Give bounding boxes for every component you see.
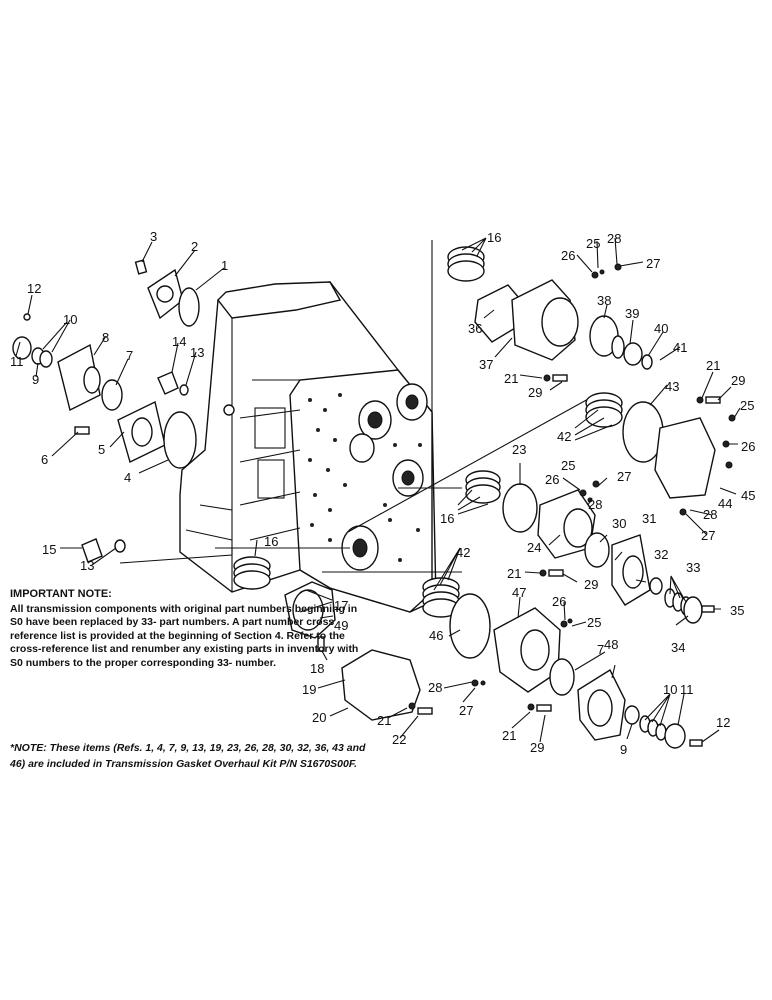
callout-3: 3 [150, 229, 157, 244]
callout-31: 31 [642, 511, 656, 526]
callout-41: 41 [673, 340, 687, 355]
callout-26: 26 [561, 248, 575, 263]
callout-40: 40 [654, 321, 668, 336]
callout-36: 36 [468, 321, 482, 336]
callout-23: 23 [512, 442, 526, 457]
callout-21: 21 [507, 566, 521, 581]
callout-48: 48 [604, 637, 618, 652]
important-note-body: All transmission components with origina… [10, 602, 359, 669]
spring-stack-42a [585, 392, 623, 428]
callout-30: 30 [612, 516, 626, 531]
callout-20: 20 [312, 710, 326, 725]
callout-25: 25 [586, 236, 600, 251]
callout-12: 12 [716, 715, 730, 730]
callout-27: 27 [701, 528, 715, 543]
callout-27: 27 [617, 469, 631, 484]
callout-39: 39 [625, 306, 639, 321]
left-parts [12, 259, 200, 563]
callout-5: 5 [98, 442, 105, 457]
callout-18: 18 [310, 661, 324, 676]
callout-27: 27 [646, 256, 660, 271]
callout-21: 21 [504, 371, 518, 386]
callout-15: 15 [42, 542, 56, 557]
callout-16: 16 [487, 230, 501, 245]
callout-17: 17 [334, 598, 348, 613]
callout-21: 21 [377, 713, 391, 728]
spring-stack-16c [233, 556, 271, 590]
callout-4: 4 [124, 470, 131, 485]
callout-26: 26 [741, 439, 755, 454]
callout-46: 46 [429, 628, 443, 643]
callout-42: 42 [456, 545, 470, 560]
spring-stack-16b [465, 470, 501, 504]
callout-47: 47 [512, 585, 526, 600]
callout-7: 7 [597, 642, 604, 657]
callout-19: 19 [302, 682, 316, 697]
callout-2: 2 [191, 239, 198, 254]
callout-16: 16 [440, 511, 454, 526]
callout-43: 43 [665, 379, 679, 394]
callout-11: 11 [680, 682, 694, 697]
callout-25: 25 [740, 398, 754, 413]
callout-21: 21 [706, 358, 720, 373]
top-right-parts [447, 246, 736, 516]
callout-27: 27 [459, 703, 473, 718]
callout-25: 25 [587, 615, 601, 630]
callout-11: 11 [10, 354, 24, 369]
callout-28: 28 [588, 497, 602, 512]
callout-29: 29 [731, 373, 745, 388]
callout-29: 29 [530, 740, 544, 755]
callout-28: 28 [428, 680, 442, 695]
callout-21: 21 [502, 728, 516, 743]
callout-35: 35 [730, 603, 744, 618]
callout-29: 29 [528, 385, 542, 400]
callout-1: 1 [221, 258, 228, 273]
callout-labels: 3 2 1 12 10 11 9 8 7 14 13 6 5 4 15 13 1… [10, 229, 755, 757]
callout-34: 34 [671, 640, 685, 655]
callout-28: 28 [607, 231, 621, 246]
callout-26: 26 [545, 472, 559, 487]
callout-28: 28 [703, 507, 717, 522]
callout-9: 9 [32, 372, 39, 387]
callout-49: 49 [334, 618, 348, 633]
pointer-lines [15, 237, 741, 743]
callout-9: 9 [620, 742, 627, 757]
callout-33: 33 [686, 560, 700, 575]
callout-6: 6 [41, 452, 48, 467]
spring-stack-16a [447, 246, 485, 282]
callout-37: 37 [479, 357, 493, 372]
callout-7: 7 [126, 348, 133, 363]
callout-38: 38 [597, 293, 611, 308]
callout-45: 45 [741, 488, 755, 503]
assembly-lines [119, 240, 591, 573]
callout-14: 14 [172, 334, 186, 349]
callout-10: 10 [663, 682, 677, 697]
callout-13: 13 [80, 558, 94, 573]
gasket-kit-note: *NOTE: These items (Refs. 1, 4, 7, 9, 13… [10, 742, 366, 770]
callout-44: 44 [718, 496, 732, 511]
callout-12: 12 [27, 281, 41, 296]
important-note: IMPORTANT NOTE: All transmission compone… [10, 588, 360, 671]
callout-25: 25 [561, 458, 575, 473]
callout-22: 22 [392, 732, 406, 747]
callout-24: 24 [527, 540, 541, 555]
callout-10: 10 [63, 312, 77, 327]
middle-right-parts [465, 470, 715, 624]
spring-stack-42b [422, 577, 460, 618]
callout-42: 42 [557, 429, 571, 444]
callout-29: 29 [584, 577, 598, 592]
callout-26: 26 [552, 594, 566, 609]
callout-13: 13 [190, 345, 204, 360]
important-note-title: IMPORTANT NOTE: [10, 588, 112, 600]
transmission-housing [179, 281, 437, 613]
callout-16: 16 [264, 534, 278, 549]
callout-32: 32 [654, 547, 668, 562]
callout-8: 8 [102, 330, 109, 345]
